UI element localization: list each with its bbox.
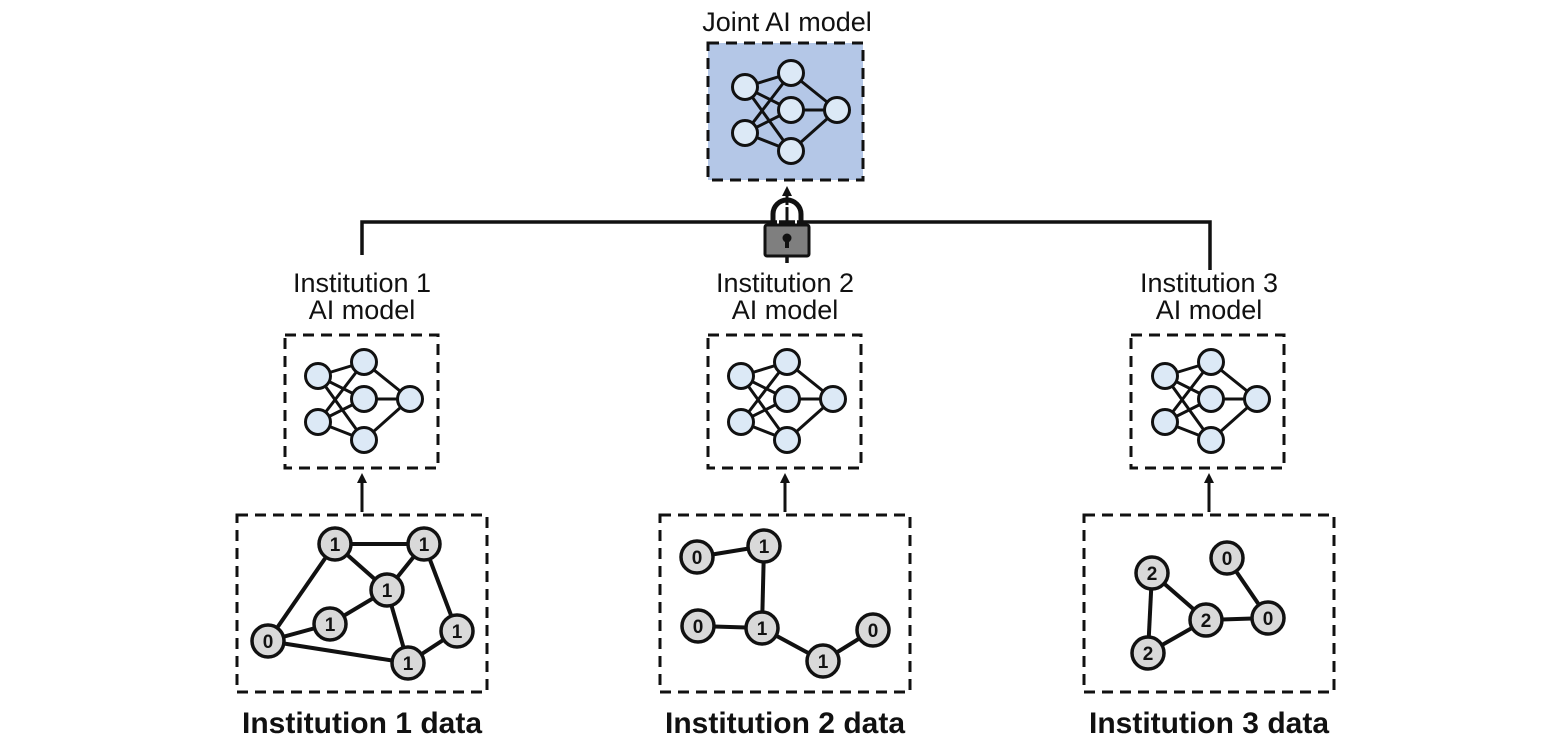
graph-node-label: 2 <box>1201 611 1212 632</box>
neuron-node <box>1151 408 1179 436</box>
graph-node <box>1134 555 1170 591</box>
institution-1-data-caption: Institution 1 data <box>242 707 482 740</box>
neuron-node <box>304 408 332 436</box>
institution-3-data-caption: Institution 3 data <box>1089 707 1329 740</box>
graph-node <box>250 623 286 659</box>
institution-3-network-icon <box>1151 348 1271 454</box>
institution-2-model-label-line2: AI model <box>732 295 839 325</box>
graph-node <box>369 572 405 608</box>
neuron-node <box>727 408 755 436</box>
neuron-node <box>350 348 378 376</box>
graph-node-label: 0 <box>1263 609 1274 630</box>
graph-node-label: 1 <box>330 535 341 556</box>
institution-1-model-label-line2: AI model <box>309 295 416 325</box>
neuron-node <box>727 362 755 390</box>
graph-edge <box>267 639 409 665</box>
neuron-node <box>350 385 378 413</box>
neuron-node <box>396 385 424 413</box>
neuron-node <box>1197 348 1225 376</box>
graph-node-label: 0 <box>868 621 879 642</box>
graph-node-label: 1 <box>325 615 336 636</box>
neuron-node <box>731 73 759 101</box>
graph-node-label: 2 <box>1147 564 1158 585</box>
neuron-node <box>773 348 801 376</box>
neuron-node <box>350 426 378 454</box>
graph-node <box>680 608 716 644</box>
institution-2-network-icon <box>727 348 847 454</box>
neuron-node <box>777 59 805 87</box>
graph-node-label: 1 <box>818 652 829 673</box>
graph-node <box>746 528 782 564</box>
lock-icon <box>763 197 811 258</box>
institution-1-data-graph: 1 1 1 0 1 1 1 <box>250 526 475 681</box>
neuron-node <box>1151 362 1179 390</box>
institution-1-network-icon <box>304 348 424 454</box>
graph-node <box>1130 635 1166 671</box>
graph-node <box>1250 600 1286 636</box>
neuron-node <box>1243 385 1271 413</box>
graph-node-label: 1 <box>403 654 414 675</box>
graph-node <box>439 613 475 649</box>
institution-2-model-label-line1: Institution 2 <box>716 268 854 298</box>
institution-3-model-label-line2: AI model <box>1156 295 1263 325</box>
graph-node-label: 1 <box>757 619 768 640</box>
institution-1-model-label-line1: Institution 1 <box>293 268 431 298</box>
neuron-node <box>777 137 805 165</box>
graph-node-label: 1 <box>419 535 430 556</box>
graph-node <box>1188 602 1224 638</box>
graph-node-label: 1 <box>382 581 393 602</box>
institution-2-data-graph: 0 1 0 1 0 1 <box>679 528 891 679</box>
neuron-node <box>773 426 801 454</box>
neuron-node <box>731 119 759 147</box>
institution-2-data-caption: Institution 2 data <box>665 707 905 740</box>
graph-edge <box>266 542 337 643</box>
graph-node <box>312 606 348 642</box>
graph-node <box>390 645 426 681</box>
neuron-node <box>777 96 805 124</box>
neuron-node <box>1197 385 1225 413</box>
institution-3-data-graph: 2 0 2 0 2 <box>1130 540 1286 671</box>
neuron-node <box>823 96 851 124</box>
neuron-node <box>819 385 847 413</box>
graph-node <box>317 526 353 562</box>
graph-node-label: 2 <box>1143 644 1154 665</box>
graph-node <box>855 612 891 648</box>
graph-node <box>1209 540 1245 576</box>
graph-node <box>406 526 442 562</box>
graph-node-label: 0 <box>693 617 704 638</box>
graph-node <box>679 539 715 575</box>
graph-node-label: 1 <box>759 537 770 558</box>
joint-model-network-icon <box>731 59 851 165</box>
graph-node-label: 1 <box>452 622 463 643</box>
graph-node-label: 0 <box>692 548 703 569</box>
graph-node-label: 0 <box>1222 549 1233 570</box>
neuron-node <box>1197 426 1225 454</box>
joint-model-label: Joint AI model <box>702 7 872 37</box>
institution-3-model-label-line1: Institution 3 <box>1140 268 1278 298</box>
neuron-node <box>304 362 332 390</box>
graph-node-label: 0 <box>263 632 274 653</box>
neuron-node <box>773 385 801 413</box>
graph-node <box>805 643 841 679</box>
graph-node <box>744 610 780 646</box>
